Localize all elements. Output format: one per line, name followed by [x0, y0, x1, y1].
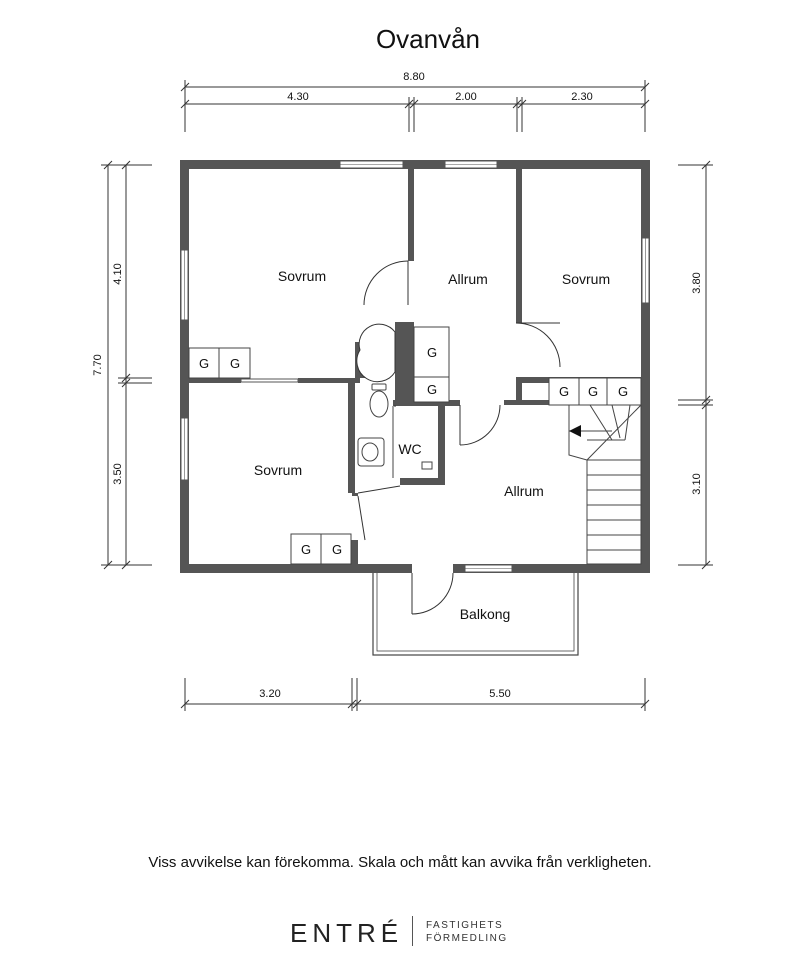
dim-left-lower: 3.50: [112, 463, 124, 484]
dimension-bottom: [180, 678, 650, 711]
dimension-left: [101, 160, 152, 570]
room-label-sovrum-sw: Sovrum: [254, 462, 302, 478]
dim-bottom-right: 5.50: [489, 688, 510, 700]
wardrobe-label: G: [199, 356, 209, 371]
room-label-allrum-n: Allrum: [448, 271, 488, 287]
window-lines: [184, 164, 646, 569]
chimney: [356, 323, 396, 383]
dim-right-lower: 3.10: [691, 473, 703, 494]
floor-plan: Ovanvån 8.80 4.30 2.00 2.30 7.: [92, 24, 713, 711]
disclaimer-text: Viss avvikelse kan förekomma. Skala och …: [148, 854, 652, 871]
room-label-sovrum-ne: Sovrum: [562, 271, 610, 287]
dim-bottom-left: 3.20: [259, 688, 280, 700]
dim-top-total: 8.80: [403, 71, 424, 83]
plan-title: Ovanvån: [376, 24, 480, 54]
wardrobe-label: G: [332, 542, 342, 557]
dimension-top: [180, 80, 650, 132]
wardrobe-label: G: [588, 384, 598, 399]
wc-fixtures: [357, 383, 433, 470]
dim-left-upper: 4.10: [112, 263, 124, 284]
room-label-balkong: Balkong: [460, 606, 511, 622]
room-label-sovrum-nw: Sovrum: [278, 268, 326, 284]
wardrobe-label: G: [618, 384, 628, 399]
logo-divider: [412, 916, 413, 946]
dim-left-total: 7.70: [92, 354, 104, 375]
door-swings: [357, 260, 561, 615]
room-label-wc: WC: [398, 441, 421, 457]
logo-subtitle-line2: FÖRMEDLING: [426, 933, 508, 944]
logo-wordmark: ENTRÉ: [290, 918, 404, 948]
balcony: [372, 567, 579, 656]
wardrobe-label: G: [427, 382, 437, 397]
wardrobes: [188, 326, 642, 565]
wardrobe-label: G: [301, 542, 311, 557]
dim-top-mid: 2.00: [455, 91, 476, 103]
logo-subtitle-line1: FASTIGHETS: [426, 920, 504, 931]
balcony-door-opening: [412, 564, 453, 573]
room-label-allrum-s: Allrum: [504, 483, 544, 499]
staircase: [568, 404, 642, 565]
dim-top-right: 2.30: [571, 91, 592, 103]
wardrobe-label: G: [559, 384, 569, 399]
dimension-right: [678, 160, 713, 570]
stair-arrow-icon: [569, 425, 581, 437]
wardrobe-label: G: [230, 356, 240, 371]
wardrobe-label: G: [427, 345, 437, 360]
dim-right-upper: 3.80: [691, 272, 703, 293]
dim-top-left: 4.30: [287, 91, 308, 103]
